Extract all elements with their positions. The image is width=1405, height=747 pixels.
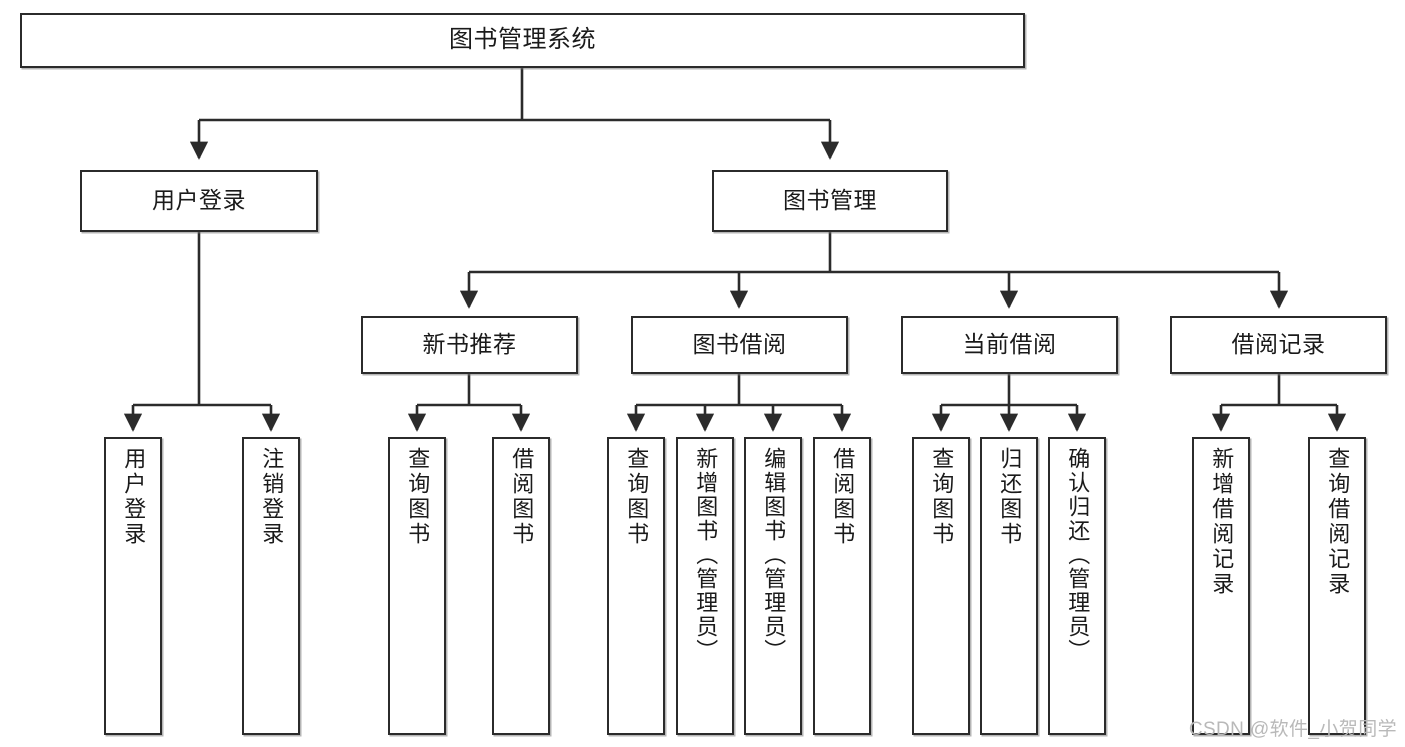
node-label: 借阅图书 [509,447,535,547]
node-label: 注销登录 [259,447,285,547]
node-label: 归还图书 [997,447,1023,547]
leaf-current-confirm-return-admin[interactable]: 确认归还（管理员） [1048,437,1106,735]
node-current-borrow[interactable]: 当前借阅 [901,316,1118,374]
leaf-borrow-add-book-admin[interactable]: 新增图书（管理员） [676,437,734,735]
node-label: 用户登录 [121,447,147,547]
leaf-user-login-signin[interactable]: 用户登录 [104,437,162,735]
node-label: 用户登录 [152,187,246,214]
leaf-record-add-record[interactable]: 新增借阅记录 [1192,437,1250,735]
leaf-user-login-signout[interactable]: 注销登录 [242,437,300,735]
node-label: 借阅记录 [1231,331,1326,358]
node-label: 确认归还（管理员） [1065,447,1091,663]
leaf-borrow-query-book[interactable]: 查询图书 [607,437,665,735]
leaf-borrow-edit-book-admin[interactable]: 编辑图书（管理员） [744,437,802,735]
leaf-borrow-borrow-book[interactable]: 借阅图书 [813,437,871,735]
node-label: 新书推荐 [422,331,517,358]
leaf-recommend-query-book[interactable]: 查询图书 [388,437,446,735]
node-label: 查询借阅记录 [1325,447,1351,597]
node-label: 查询图书 [405,447,431,547]
node-label: 借阅图书 [830,447,856,547]
node-user-login[interactable]: 用户登录 [80,170,318,232]
node-label: 查询图书 [624,447,650,547]
node-book-management[interactable]: 图书管理 [712,170,948,232]
leaf-current-return-book[interactable]: 归还图书 [980,437,1038,735]
node-book-borrow[interactable]: 图书借阅 [631,316,848,374]
node-label: 新增借阅记录 [1209,447,1235,597]
node-label: 查询图书 [929,447,955,547]
node-borrow-record[interactable]: 借阅记录 [1170,316,1387,374]
leaf-recommend-borrow-book[interactable]: 借阅图书 [492,437,550,735]
leaf-current-query-book[interactable]: 查询图书 [912,437,970,735]
node-label: 新增图书（管理员） [693,447,719,663]
node-new-book-recommend[interactable]: 新书推荐 [361,316,578,374]
node-label: 当前借阅 [962,331,1057,358]
node-label: 编辑图书（管理员） [761,447,787,663]
watermark-text: CSDN @软件_小贺同学 [1188,719,1397,740]
node-label: 图书管理 [783,187,877,214]
node-root-system[interactable]: 图书管理系统 [20,13,1025,68]
leaf-record-query-record[interactable]: 查询借阅记录 [1308,437,1366,735]
node-label: 图书借阅 [692,331,787,358]
node-label: 图书管理系统 [449,26,596,54]
